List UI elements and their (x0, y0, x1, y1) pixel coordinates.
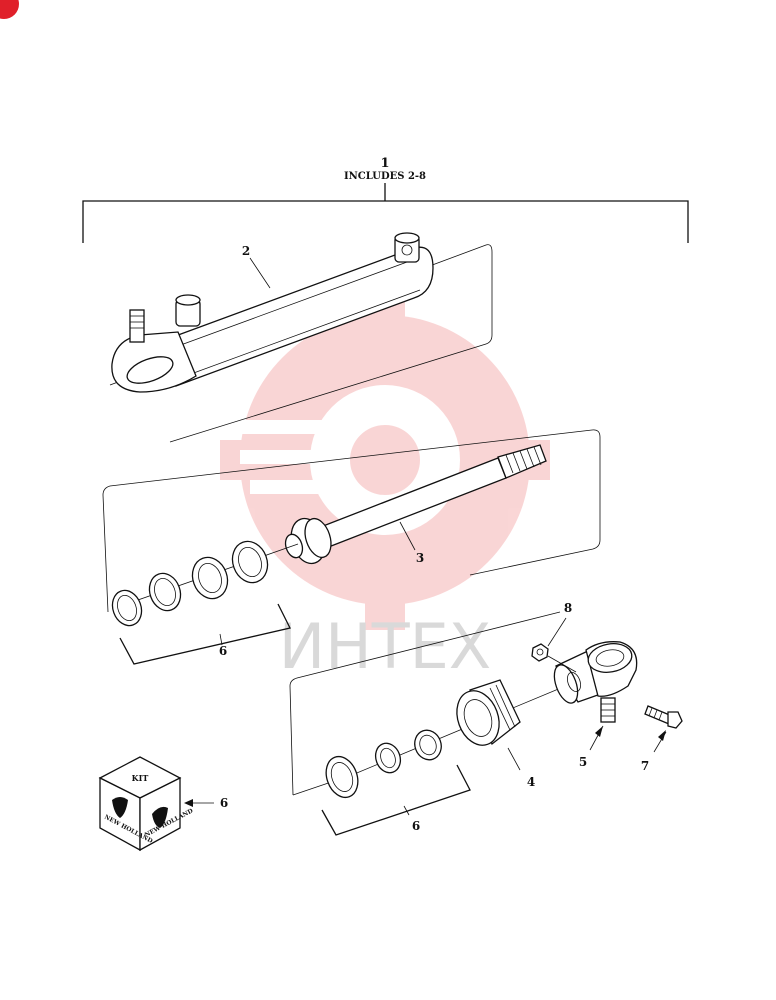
callout-cylinder-barrel: 2 (242, 244, 250, 258)
callout-piston-rod: 3 (416, 551, 424, 565)
corner-badge (0, 0, 19, 19)
callout-kit-box: 6 (220, 796, 228, 810)
piston-rod-group (102, 429, 601, 665)
callout-bolt: 7 (641, 759, 649, 773)
callout-gland-seal-kit: 6 (412, 819, 420, 833)
cylinder-barrel (109, 232, 493, 443)
assembly-bracket (82, 183, 689, 243)
assembly-callout: 1 (380, 156, 389, 171)
gland-rod-eye-group (289, 611, 683, 836)
callout-rod-eye: 5 (579, 755, 587, 769)
assembly-includes-label: INCLUDES 2-8 (344, 171, 426, 182)
callout-gland: 4 (527, 775, 535, 789)
kit-box-label: KIT (132, 773, 149, 783)
kit-box-illustration (98, 756, 182, 852)
callout-nut: 8 (564, 601, 572, 615)
watermark-text: ИНТЕХ (279, 610, 492, 683)
callout-rod-seal-kit: 6 (219, 644, 227, 658)
